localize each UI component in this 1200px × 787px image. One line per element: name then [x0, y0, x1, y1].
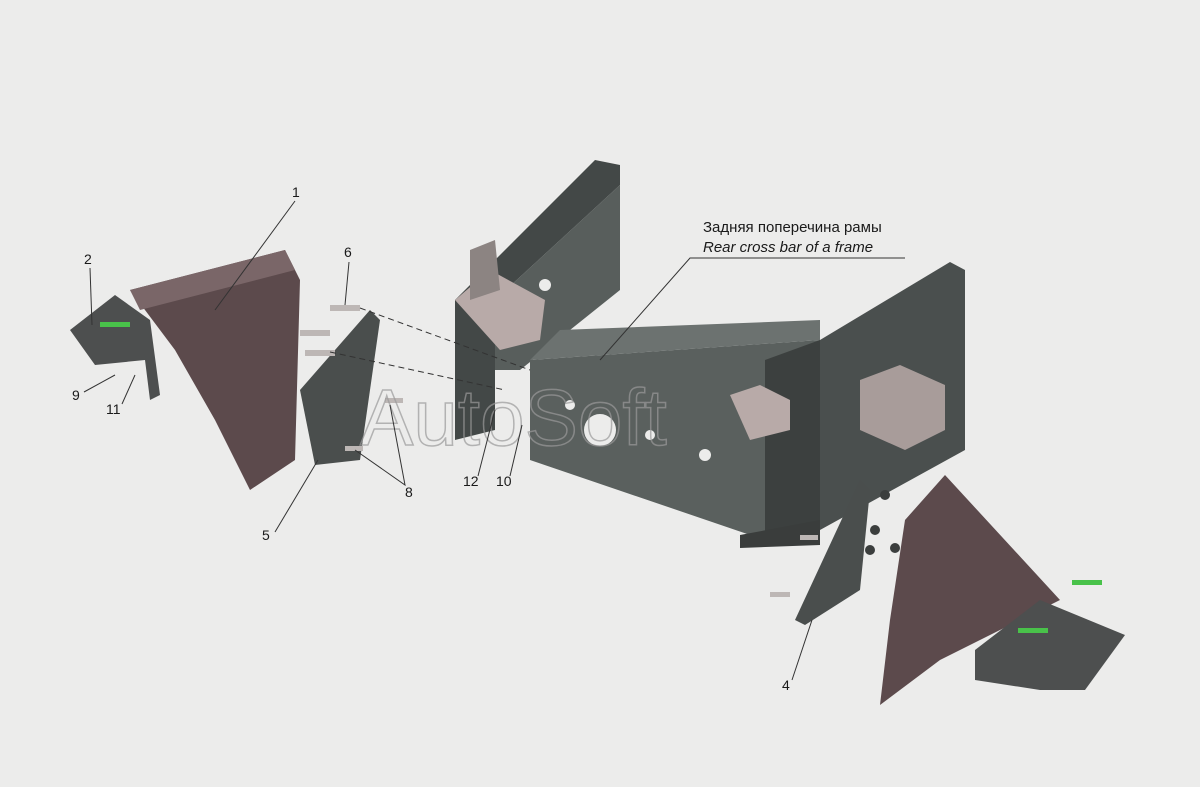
callout-9: 9: [72, 387, 80, 403]
left-plate: [300, 310, 380, 465]
caption-en: Rear cross bar of a frame: [703, 239, 873, 256]
callout-10: 10: [496, 473, 512, 489]
leader-4: [791, 619, 813, 681]
right-mount-plate: [975, 580, 1125, 690]
caption-ru: Задняя поперечина рамы: [703, 219, 882, 236]
left-mudguard-bracket: [130, 250, 300, 490]
callout-5: 5: [262, 527, 270, 543]
callout-11: 11: [106, 401, 121, 417]
callout-1: 1: [292, 184, 300, 200]
callout-6: 6: [344, 244, 352, 260]
leader-6: [344, 261, 350, 306]
bolts: [300, 305, 900, 597]
leader-2: [89, 267, 93, 326]
alignment-line: [359, 307, 531, 371]
leader-1: [214, 200, 296, 311]
rear-cross-bar-frame: [455, 160, 965, 548]
right-mudguard-bracket: [880, 475, 1060, 705]
leader-12: [477, 409, 496, 477]
leader-11: [121, 374, 136, 405]
callout-2: 2: [84, 251, 92, 267]
watermark: AutoSoft: [360, 373, 667, 462]
left-mount-plate: [70, 295, 160, 400]
callout-8: 8: [405, 484, 413, 500]
leader-8: [354, 404, 406, 487]
callout-4: 4: [782, 677, 790, 693]
leader-10: [509, 424, 523, 477]
callout-12: 12: [463, 473, 479, 489]
leader-9: [83, 374, 116, 393]
leader-5: [274, 459, 319, 533]
caption-leader: [599, 257, 905, 361]
right-plate: [795, 480, 870, 625]
